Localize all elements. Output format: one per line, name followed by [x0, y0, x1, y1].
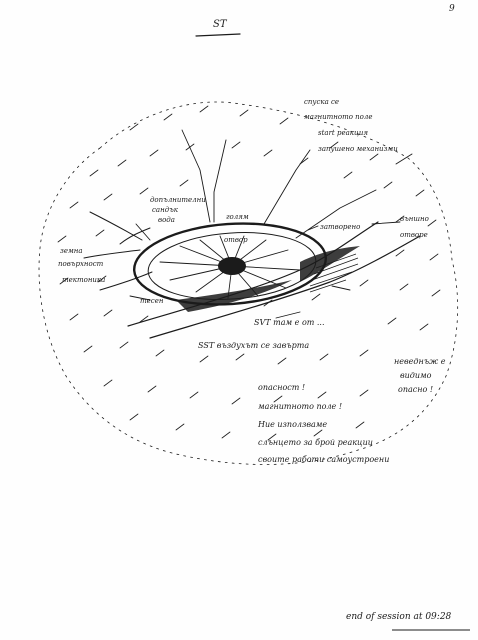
shadow-wedge-lower [176, 280, 292, 312]
label-left-2: повърхност [58, 260, 104, 268]
right-hatching [309, 253, 359, 293]
label-upper-right-arm: затворено [320, 223, 361, 231]
page-header: ST [213, 19, 227, 30]
label-top-right-3: start реакция [318, 129, 368, 137]
label-upper-left-2: сандък [152, 206, 178, 214]
label-left-3: тектоника [62, 276, 106, 284]
label-bottom-5: своите работи самоустроени [258, 455, 390, 464]
page-number: 9 [449, 4, 455, 14]
label-far-right-1: външно [400, 215, 429, 223]
hatch-strokes [57, 105, 441, 441]
label-upper-left-3: вода [158, 216, 175, 224]
label-top-right-1: спуска се [304, 98, 340, 106]
label-bottom-4: слънцето за брой реакции [258, 438, 373, 447]
label-center-inner: отвор [224, 236, 248, 244]
label-upper-left-1: допълнителни [150, 196, 206, 204]
label-bottom-1: опасност ! [258, 383, 306, 392]
label-bottom-2: магнитното поле ! [258, 402, 343, 411]
label-far-right-2: отворе [400, 231, 428, 239]
cloud-outline [38, 101, 459, 465]
label-right-margin-3: опасно ! [398, 385, 434, 394]
label-mid-lower: SVT там е от ... [254, 318, 325, 327]
label-right-margin-2: видимо [400, 371, 432, 380]
label-bottom-3: Ние използваме [258, 420, 328, 429]
shadow-wedge-right [300, 246, 360, 282]
label-low: SST въздухът се завърта [198, 341, 310, 350]
label-top-right-2: магнитното поле [304, 113, 373, 121]
label-right-margin-1: неведнъж е [394, 357, 446, 366]
label-left-1: земна [60, 247, 83, 255]
label-center-top: голям [226, 213, 249, 221]
crater-center [218, 257, 246, 275]
label-top-right-4: запушено механизми [318, 145, 398, 153]
label-lower-left: тесен [140, 297, 164, 305]
leader-lines [129, 129, 413, 319]
page-footer: end of session at 09:28 [346, 612, 452, 622]
